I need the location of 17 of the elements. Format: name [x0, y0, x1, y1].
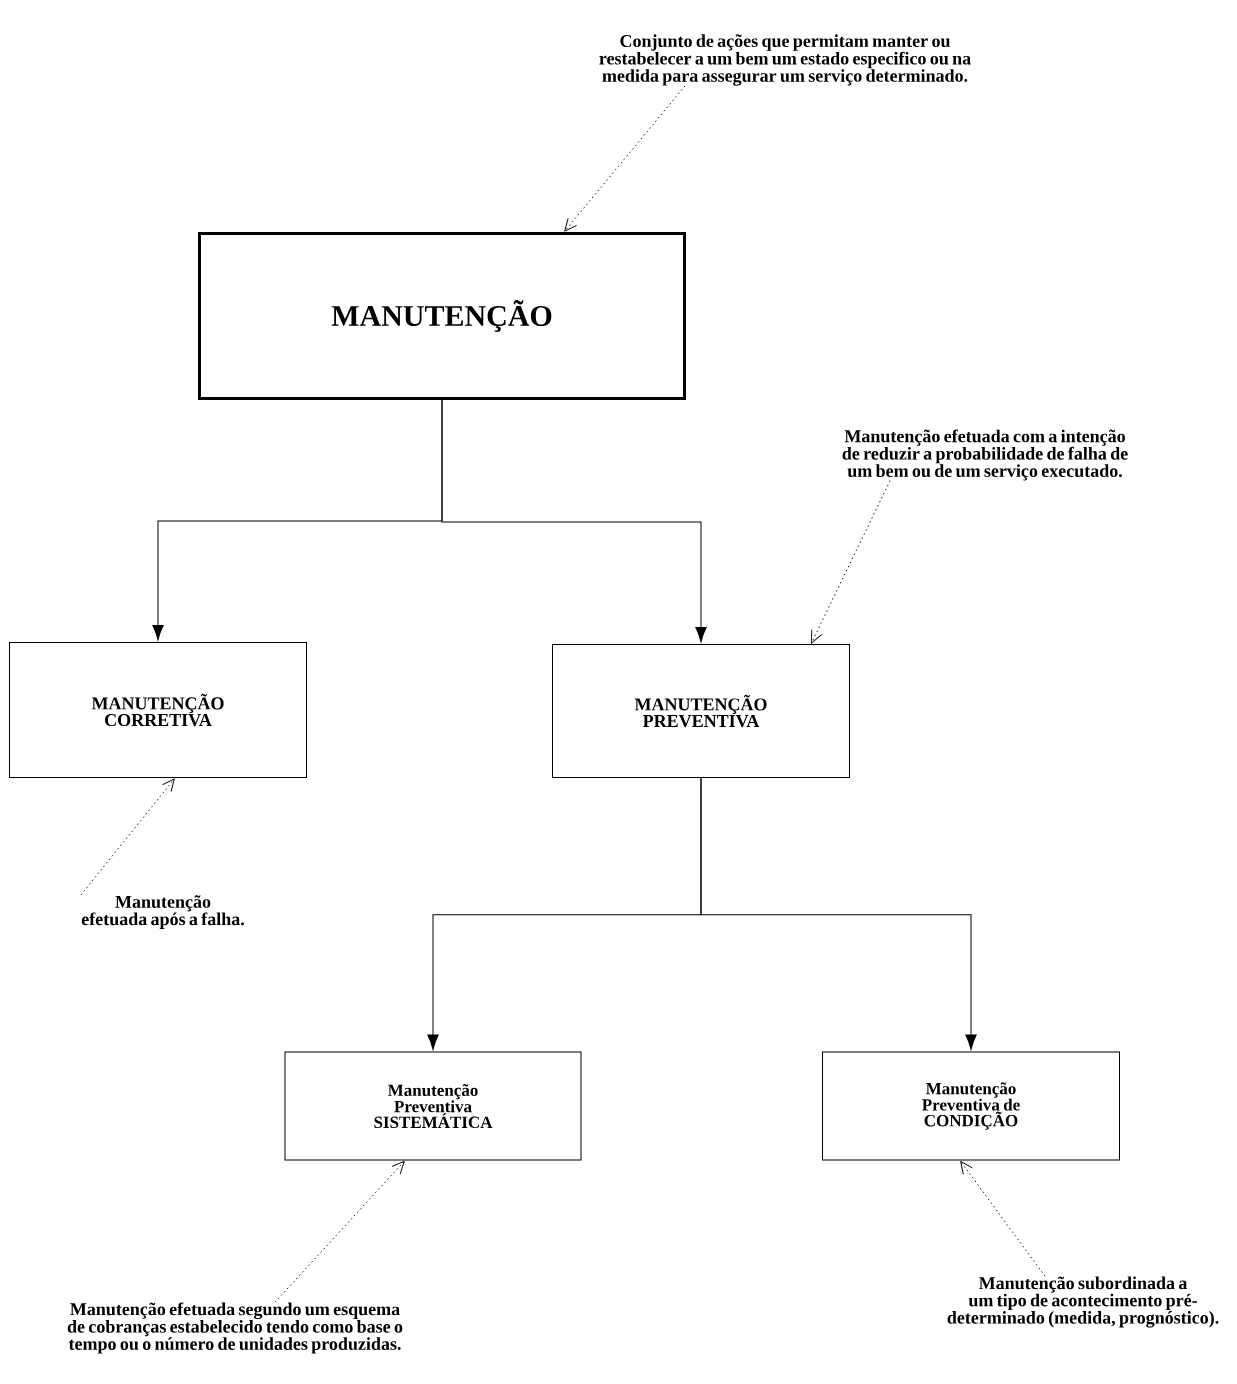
annotation-text: Manutenção efetuada após a falha. — [81, 895, 244, 929]
leader-arrow — [274, 1160, 405, 1303]
connector-arrow — [441, 399, 707, 643]
category-box: Manutenção Preventiva SISTEMÁTICA — [284, 1051, 582, 1161]
annotation-text: Manutenção subordinada a um tipo de acontecimento pré-determinado (medida, prognóstico). — [947, 1276, 1219, 1328]
leader-arrow — [811, 480, 891, 644]
category-box: Manutenção Preventiva de CONDIÇÃO — [822, 1051, 1120, 1161]
connector-arrow — [700, 777, 977, 1050]
annotation-text: Manutenção efetuada com a intenção de reduzir a probabilidade de falha de um bem ou de um serviço executado. — [842, 429, 1128, 481]
annotation-text: Conjunto de ações que permitam manter ou restabelecer a um bem um estado especifico ou na medida para assegurar um serviço determinado. — [599, 34, 971, 86]
leader-arrow — [80, 778, 175, 896]
annotation-text: Manutenção efetuada segundo um esquema de cobranças estabelecido tendo como base o tempo ou o número de unidades produzidas. — [67, 1302, 403, 1354]
category-box: MANUTENÇÃO CORRETIVA — [9, 642, 307, 778]
category-box: MANUTENÇÃO PREVENTIVA — [552, 644, 850, 778]
main-box: MANUTENÇÃO — [198, 232, 686, 400]
leader-arrow — [960, 1160, 1046, 1277]
leader-arrow — [564, 85, 686, 232]
